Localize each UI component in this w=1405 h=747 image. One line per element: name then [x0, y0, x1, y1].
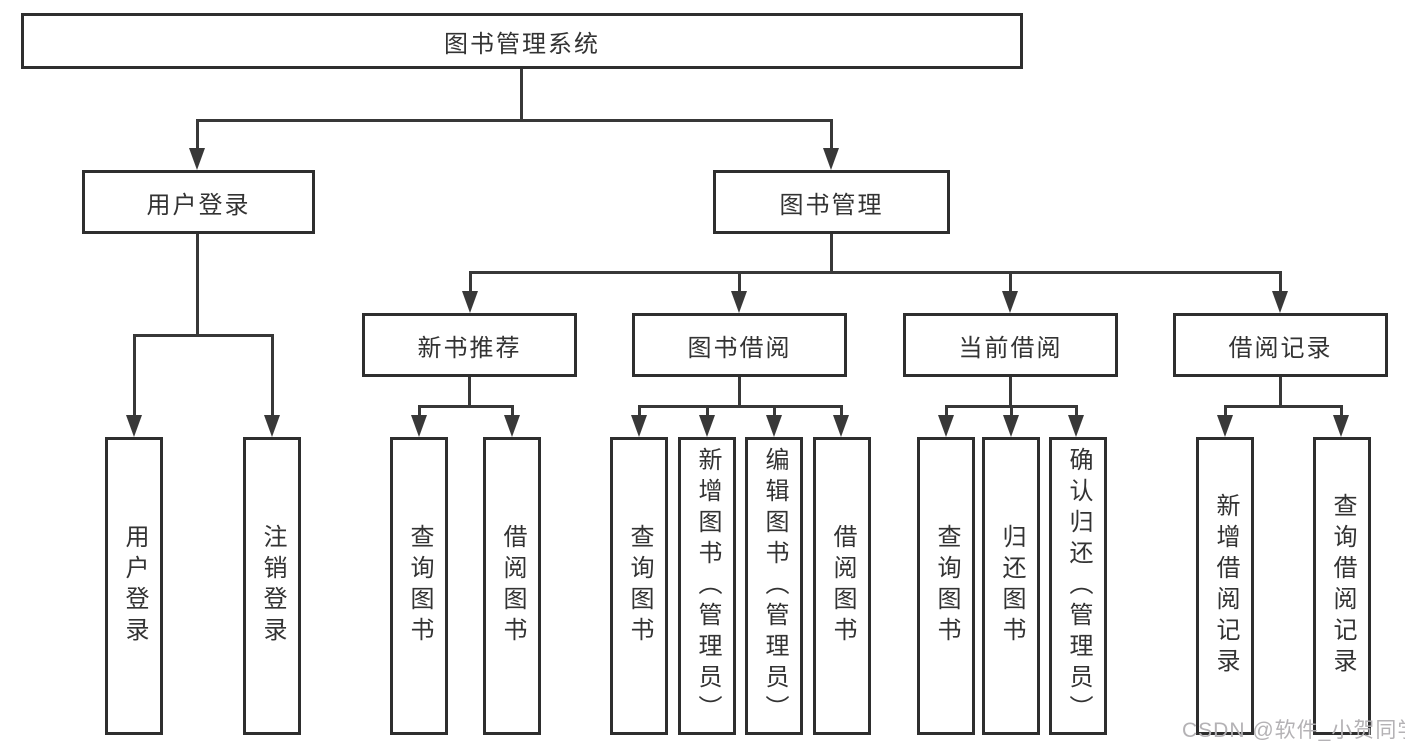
edge-to-leaf-query-borrow-record	[1340, 405, 1343, 421]
edge-to-leaf-borrow-books-borrowing	[840, 405, 843, 421]
arrowhead-leaf-borrow-books-recommend-icon	[504, 415, 520, 437]
edge-to-leaf-query-books-current	[945, 405, 948, 421]
arrowhead-book-borrowing-icon	[731, 291, 747, 313]
edge-to-leaf-borrow-books-recommend	[511, 405, 514, 421]
edge-borrowing-records-split	[1224, 405, 1343, 408]
leaf-borrow-books-borrowing-label: 借阅图书	[829, 524, 856, 648]
leaf-user-login: 用户登录	[105, 437, 163, 735]
leaf-user-login-label: 用户登录	[121, 524, 148, 648]
leaf-add-books-admin: 新增图书（管理员）	[678, 437, 736, 735]
edge-to-leaf-add-borrow-record	[1224, 405, 1227, 421]
arrowhead-leaf-borrow-books-borrowing-icon	[833, 415, 849, 437]
leaf-query-books-current-label: 查询图书	[933, 524, 960, 648]
node-current-borrowing: 当前借阅	[903, 313, 1118, 377]
arrowhead-leaf-add-books-admin-icon	[699, 415, 715, 437]
edge-borrowing-records-stem	[1279, 376, 1282, 408]
leaf-query-borrow-record: 查询借阅记录	[1313, 437, 1371, 735]
edge-user-login-split	[133, 334, 274, 337]
node-book-management-label: 图书管理	[779, 191, 884, 219]
edge-to-leaf-confirm-return-admin	[1075, 405, 1078, 421]
edge-to-leaf-return-books	[1010, 405, 1013, 421]
arrowhead-current-borrowing-icon	[1002, 291, 1018, 313]
leaf-edit-books-admin-label: 编辑图书（管理员）	[761, 446, 788, 726]
arrowhead-user-login-icon	[189, 148, 205, 170]
edge-to-book-management	[830, 119, 833, 152]
leaf-query-books-recommend: 查询图书	[390, 437, 448, 735]
node-book-borrowing-label: 图书借阅	[687, 334, 792, 362]
edge-to-leaf-edit-books-admin	[773, 405, 776, 421]
arrowhead-leaf-logout-icon	[264, 415, 280, 437]
edge-book-borrowing-stem	[738, 376, 741, 408]
arrowhead-leaf-query-books-borrowing-icon	[631, 415, 647, 437]
arrowhead-leaf-confirm-return-admin-icon	[1068, 415, 1084, 437]
edge-to-leaf-logout	[271, 334, 274, 421]
node-new-book-recommend-label: 新书推荐	[417, 334, 522, 362]
edge-book-management-split	[469, 271, 1282, 274]
edge-to-leaf-query-books-recommend	[418, 405, 421, 421]
arrowhead-leaf-user-login-icon	[126, 415, 142, 437]
leaf-return-books: 归还图书	[982, 437, 1040, 735]
node-root-label: 图书管理系统	[444, 30, 600, 58]
node-user-login-label: 用户登录	[146, 191, 251, 219]
node-user-login: 用户登录	[82, 170, 315, 234]
leaf-logout: 注销登录	[243, 437, 301, 735]
leaf-query-borrow-record-label: 查询借阅记录	[1329, 493, 1356, 679]
leaf-query-books-recommend-label: 查询图书	[406, 524, 433, 648]
leaf-logout-label: 注销登录	[259, 524, 286, 648]
arrowhead-leaf-query-borrow-record-icon	[1333, 415, 1349, 437]
edge-new-book-recommend-split	[418, 405, 514, 408]
arrowhead-leaf-add-borrow-record-icon	[1217, 415, 1233, 437]
edge-to-user-login	[196, 119, 199, 152]
edge-book-management-stem	[830, 234, 833, 273]
leaf-query-books-current: 查询图书	[917, 437, 975, 735]
edge-to-leaf-user-login	[133, 334, 136, 421]
arrowhead-leaf-query-books-current-icon	[938, 415, 954, 437]
leaf-add-borrow-record-label: 新增借阅记录	[1212, 493, 1239, 679]
edge-book-borrowing-split	[638, 405, 843, 408]
node-borrowing-records: 借阅记录	[1173, 313, 1388, 377]
arrowhead-leaf-return-books-icon	[1003, 415, 1019, 437]
edge-to-leaf-query-books-borrowing	[638, 405, 641, 421]
edge-root-split	[196, 119, 833, 122]
edge-root-stem	[520, 67, 523, 121]
node-current-borrowing-label: 当前借阅	[958, 334, 1063, 362]
arrowhead-book-management-icon	[823, 148, 839, 170]
node-root: 图书管理系统	[21, 13, 1023, 69]
leaf-borrow-books-borrowing: 借阅图书	[813, 437, 871, 735]
csdn-watermark: CSDN @软件_小贺同学	[1182, 719, 1405, 742]
node-borrowing-records-label: 借阅记录	[1228, 334, 1333, 362]
edge-to-leaf-add-books-admin	[706, 405, 709, 421]
node-book-borrowing: 图书借阅	[632, 313, 847, 377]
arrowhead-leaf-query-books-recommend-icon	[411, 415, 427, 437]
leaf-query-books-borrowing-label: 查询图书	[626, 524, 653, 648]
edge-current-borrowing-stem	[1009, 376, 1012, 408]
edge-new-book-recommend-stem	[468, 376, 471, 408]
leaf-borrow-books-recommend: 借阅图书	[483, 437, 541, 735]
leaf-confirm-return-admin: 确认归还（管理员）	[1049, 437, 1107, 735]
arrowhead-new-book-recommend-icon	[462, 291, 478, 313]
node-new-book-recommend: 新书推荐	[362, 313, 577, 377]
leaf-return-books-label: 归还图书	[998, 524, 1025, 648]
arrowhead-leaf-edit-books-admin-icon	[766, 415, 782, 437]
edge-user-login-stem	[196, 234, 199, 336]
leaf-borrow-books-recommend-label: 借阅图书	[499, 524, 526, 648]
leaf-edit-books-admin: 编辑图书（管理员）	[745, 437, 803, 735]
leaf-add-books-admin-label: 新增图书（管理员）	[694, 446, 721, 726]
edge-to-new-book-recommend	[469, 271, 472, 299]
edge-to-borrowing-records	[1279, 271, 1282, 299]
leaf-confirm-return-admin-label: 确认归还（管理员）	[1065, 446, 1092, 726]
edge-to-current-borrowing	[1009, 271, 1012, 299]
leaf-add-borrow-record: 新增借阅记录	[1196, 437, 1254, 735]
edge-to-book-borrowing	[738, 271, 741, 299]
arrowhead-borrowing-records-icon	[1272, 291, 1288, 313]
leaf-query-books-borrowing: 查询图书	[610, 437, 668, 735]
node-book-management: 图书管理	[713, 170, 950, 234]
